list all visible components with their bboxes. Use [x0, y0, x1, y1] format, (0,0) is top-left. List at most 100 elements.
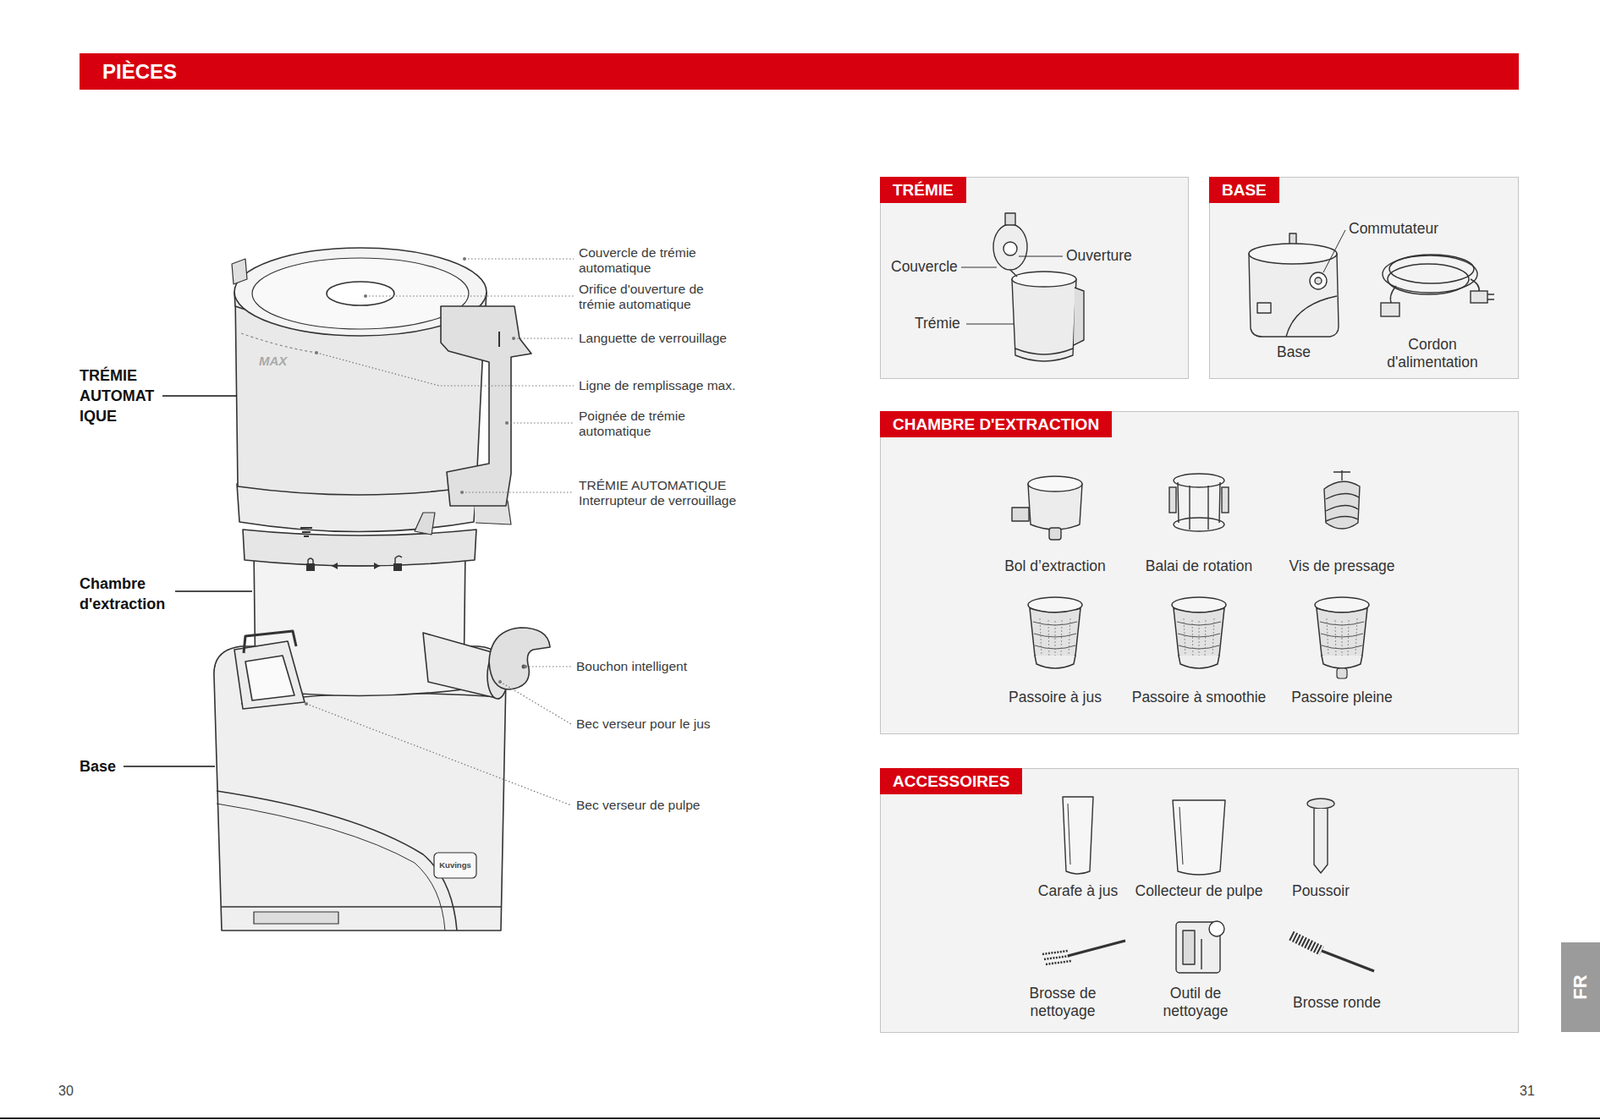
strainer-icon	[1171, 597, 1227, 669]
rotating-brush-icon	[1173, 517, 1225, 532]
juicer-illustration	[241, 333, 317, 353]
juicer-illustration	[231, 258, 248, 285]
juicer-illustration	[252, 258, 469, 330]
leader-line	[1323, 230, 1346, 273]
part-label: Collecteur de pulpe	[1122, 882, 1276, 901]
page-number: 31	[1519, 1083, 1554, 1100]
part-label: Poussoir	[1244, 882, 1397, 901]
panel-ground	[879, 176, 1189, 380]
part-label: Brosse de nettoyage	[1016, 984, 1110, 1021]
hopper-icon	[1005, 213, 1016, 226]
leader-line	[961, 267, 997, 269]
strainer-icon	[1028, 597, 1083, 669]
leader-line	[513, 337, 574, 339]
section-line	[175, 590, 253, 593]
part-label: Commutateur	[1348, 219, 1459, 238]
page-number: 30	[58, 1083, 93, 1100]
accessory-icon	[1307, 798, 1335, 809]
leader-dot	[505, 421, 509, 425]
leader-dot	[523, 665, 528, 669]
leader-dot	[498, 680, 502, 684]
rotating-brush-icon	[1169, 487, 1177, 513]
juicer-illustration	[307, 558, 314, 564]
section-heading: CHAMBRE D'EXTRACTION	[892, 415, 1100, 434]
section-tag: TRÉMIE	[879, 176, 967, 204]
page-rule	[0, 1117, 1600, 1120]
accessory-icon	[1291, 935, 1322, 952]
bowl-icon	[1011, 476, 1083, 540]
part-label: Ouverture	[1066, 247, 1160, 265]
panel-ground	[879, 768, 1519, 1034]
section-line	[162, 395, 237, 397]
power-cord-icon	[1470, 291, 1488, 303]
juicer-illustration	[245, 655, 295, 701]
accessory-icon	[1067, 803, 1071, 865]
leader-line	[506, 422, 574, 424]
bowl-icon	[1028, 476, 1083, 492]
strainer-icon	[1336, 668, 1348, 679]
juicer-illustration	[242, 529, 477, 567]
power-cord-icon	[1380, 254, 1495, 317]
leader-dot	[511, 336, 516, 341]
callout-label: Bec verseur de pulpe	[576, 797, 763, 814]
leader-line	[464, 258, 574, 259]
fill-mark: MAX	[258, 353, 302, 369]
leader-dot	[304, 702, 308, 706]
screw-icon	[1333, 470, 1351, 481]
section-tag: BASE	[1209, 176, 1280, 204]
brand-logo: Kuvings	[434, 860, 476, 871]
screw-icon	[1325, 493, 1359, 522]
part-label: Trémie	[914, 314, 983, 333]
parts-panel: BASE	[1209, 176, 1519, 380]
bowl-icon	[1049, 527, 1062, 540]
hopper-icon	[1073, 287, 1084, 346]
rotating-brush-icon	[1173, 473, 1225, 488]
base-icon	[1248, 253, 1339, 337]
juicer-illustration	[393, 563, 402, 572]
callout-label: Poignée de trémie automatique	[578, 408, 732, 440]
part-label: Vis de pressage	[1265, 557, 1419, 576]
power-cord-icon	[1387, 263, 1469, 295]
parts-panel: TRÉMIE	[879, 176, 1189, 380]
panel-ground	[879, 176, 1519, 1034]
part-label: Bol d’extraction	[978, 557, 1132, 576]
hopper-icon	[993, 224, 1028, 270]
part-label: Carafe à jus	[1001, 882, 1155, 901]
juicer-illustration	[331, 565, 380, 567]
callout-label: Ligne de remplissage max.	[578, 378, 782, 394]
juicer-illustration	[216, 803, 446, 931]
juicer-illustration	[253, 912, 339, 924]
panel-ground	[879, 411, 1519, 735]
juicer-illustration	[440, 306, 532, 506]
hopper-icon	[1015, 348, 1073, 355]
power-cord-icon	[1389, 254, 1474, 284]
rotating-brush-icon	[1177, 482, 1221, 530]
base-icon	[1309, 272, 1327, 290]
accessory-icon	[1314, 808, 1328, 874]
callout-label: Bouchon intelligent	[576, 659, 746, 675]
leader-dot	[462, 257, 467, 261]
part-label: Balai de rotation	[1122, 557, 1276, 576]
section-label: Chambre d'extraction	[79, 573, 186, 615]
base-icon	[1257, 302, 1271, 314]
callout-label: Languette de verrouillage	[578, 330, 765, 347]
part-label: Outil de nettoyage	[1149, 984, 1243, 1021]
base-icon	[1286, 296, 1337, 337]
juicer-illustration	[306, 563, 315, 572]
part-label: Base	[1259, 343, 1328, 362]
leader-line	[1018, 256, 1063, 258]
part-label: Couvercle	[890, 258, 976, 276]
hopper-icon	[1011, 271, 1077, 287]
accessory-icon	[1200, 939, 1202, 970]
hopper-icon	[1003, 241, 1018, 256]
leader-dot	[314, 351, 319, 355]
juicer-illustration	[331, 562, 380, 570]
juicer-illustration	[243, 631, 297, 654]
power-cord-icon	[1390, 285, 1397, 305]
screw-icon	[1324, 481, 1360, 529]
accessory-icon	[1182, 930, 1195, 965]
accessory-icon	[1172, 800, 1226, 875]
callout-label: Couvercle de trémie automatique	[578, 245, 732, 276]
leader-dot	[304, 257, 528, 706]
leader-line	[306, 703, 572, 806]
